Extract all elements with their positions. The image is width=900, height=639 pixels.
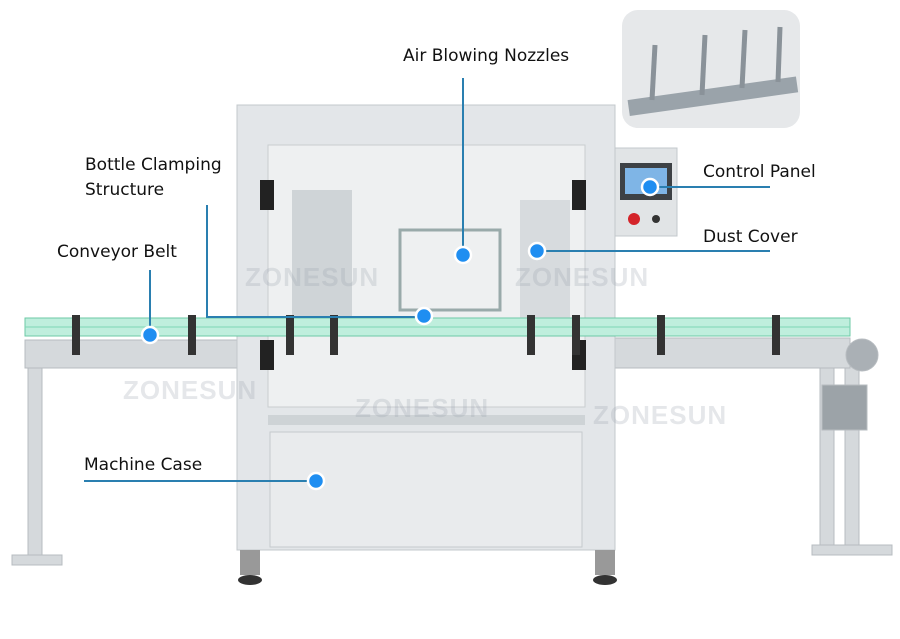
label-machine-case: Machine Case: [84, 455, 203, 475]
label-control-panel: Control Panel: [703, 162, 816, 182]
control-panel-marker-dot: [640, 177, 660, 197]
dust-cover-marker-dot: [527, 241, 547, 261]
conveyor-belt: [24, 315, 851, 355]
nozzle-inset-photo: [622, 10, 800, 128]
leader-lines: [84, 78, 770, 482]
label-air-blowing-nozzles: Air Blowing Nozzles: [403, 46, 570, 66]
label-conveyor-belt: Conveyor Belt: [57, 242, 177, 262]
label-dust-cover: Dust Cover: [703, 227, 798, 247]
conveyor-marker-dot: [140, 325, 160, 345]
label-bottle-clamping-line1: Bottle Clamping: [85, 155, 222, 175]
watermark: ZONESUN: [123, 375, 258, 405]
watermark: ZONESUN: [515, 262, 650, 292]
clamping-marker-dot: [414, 306, 434, 326]
machine-case-marker-dot: [306, 471, 326, 491]
watermark: ZONESUN: [355, 393, 490, 423]
nozzles-marker-dot: [453, 245, 473, 265]
watermark: ZONESUN: [245, 262, 380, 292]
label-bottle-clamping-line2: Structure: [85, 180, 165, 200]
watermark: ZONESUN: [593, 400, 728, 430]
control-panel-box: [614, 147, 678, 237]
machine-case-panel: [269, 431, 583, 548]
